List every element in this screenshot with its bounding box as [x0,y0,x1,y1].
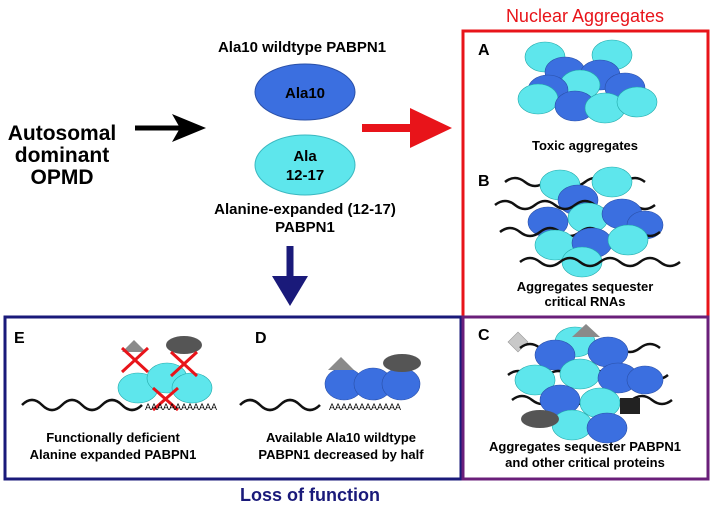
loss-of-function-box [3,315,463,481]
wildtype-title: Ala10 wildtype PABPN1 [218,39,386,56]
oval-protein [166,336,202,354]
panel-e-caption-2: Alanine expanded PABPN1 [30,447,197,462]
x-mark-icon [169,350,199,378]
navy-arrow-head [272,276,308,306]
mrna-strand [239,398,321,412]
expanded-caption-2: PABPN1 [275,219,335,236]
blue-protein [534,339,576,371]
panel-e-polya: AAAAAAAAAAAA [145,402,217,412]
red-arrow-head [410,108,452,148]
panel-e-letter: E [14,330,25,347]
triangle-protein [122,340,146,352]
cyan-protein [559,358,601,390]
panel-b-caption-1: Aggregates sequester [517,279,654,294]
disease-line-3: OPMD [31,166,94,189]
x-mark-icon [120,346,150,374]
ala10-label: Ala10 [285,85,325,102]
nuclear-aggregates-heading: Nuclear Aggregates [506,6,664,26]
panel-e-illustration [21,336,213,412]
cyan-protein [616,86,658,118]
panel-c-caption-2: and other critical proteins [505,455,665,470]
mrna-strand [21,398,143,412]
blue-protein [626,365,664,395]
cyan-protein [514,364,556,396]
panel-c-caption-1: Aggregates sequester PABPN1 [489,439,681,454]
disease-line-1: Autosomal [8,122,117,145]
ala-expanded-ellipse [254,134,356,196]
loss-of-function-heading: Loss of function [240,485,380,505]
cyan-protein [579,387,621,419]
cyan-protein [591,166,633,198]
expanded-caption-1: Alanine-expanded (12-17) [214,201,396,218]
black-arrow-head [172,114,206,142]
panel-a-letter: A [478,42,490,59]
blue-protein [586,412,628,444]
ala-expanded-label-1: Ala [293,148,317,165]
cyan-protein [607,224,649,256]
panel-d-illustration [239,354,421,412]
panel-c-aggregate [507,324,673,444]
panel-b-aggregate [494,166,681,278]
cyan-protein [551,409,593,441]
panel-c-letter: C [478,327,490,344]
ala10-ellipse [254,63,356,121]
x-mark-icon [152,386,179,412]
panel-d-caption-2: PABPN1 decreased by half [258,447,424,462]
panel-a-aggregate [517,39,658,124]
ala-expanded-label-2: 12-17 [286,167,324,184]
square-protein [620,398,640,414]
disease-line-2: dominant [15,144,110,167]
diamond-protein [507,331,529,353]
panel-d-caption-1: Available Ala10 wildtype [266,430,416,445]
panel-b-caption-2: critical RNAs [545,294,626,309]
panel-d-letter: D [255,330,267,347]
panel-b-letter: B [478,173,490,190]
triangle-protein [328,357,354,370]
rna-strand [519,256,681,268]
protein-sequestration-box [461,315,710,481]
panel-d-polya: AAAAAAAAAAAA [329,402,401,412]
panel-a-caption: Toxic aggregates [532,138,638,153]
cyan-protein [517,83,559,115]
oval-protein [521,410,559,428]
triangle-protein [572,324,600,337]
oval-protein [383,354,421,372]
blue-protein [587,336,629,368]
disease-label: Autosomal dominant OPMD [8,122,117,189]
blue-protein [381,367,421,401]
panel-e-caption-1: Functionally deficient [46,430,180,445]
